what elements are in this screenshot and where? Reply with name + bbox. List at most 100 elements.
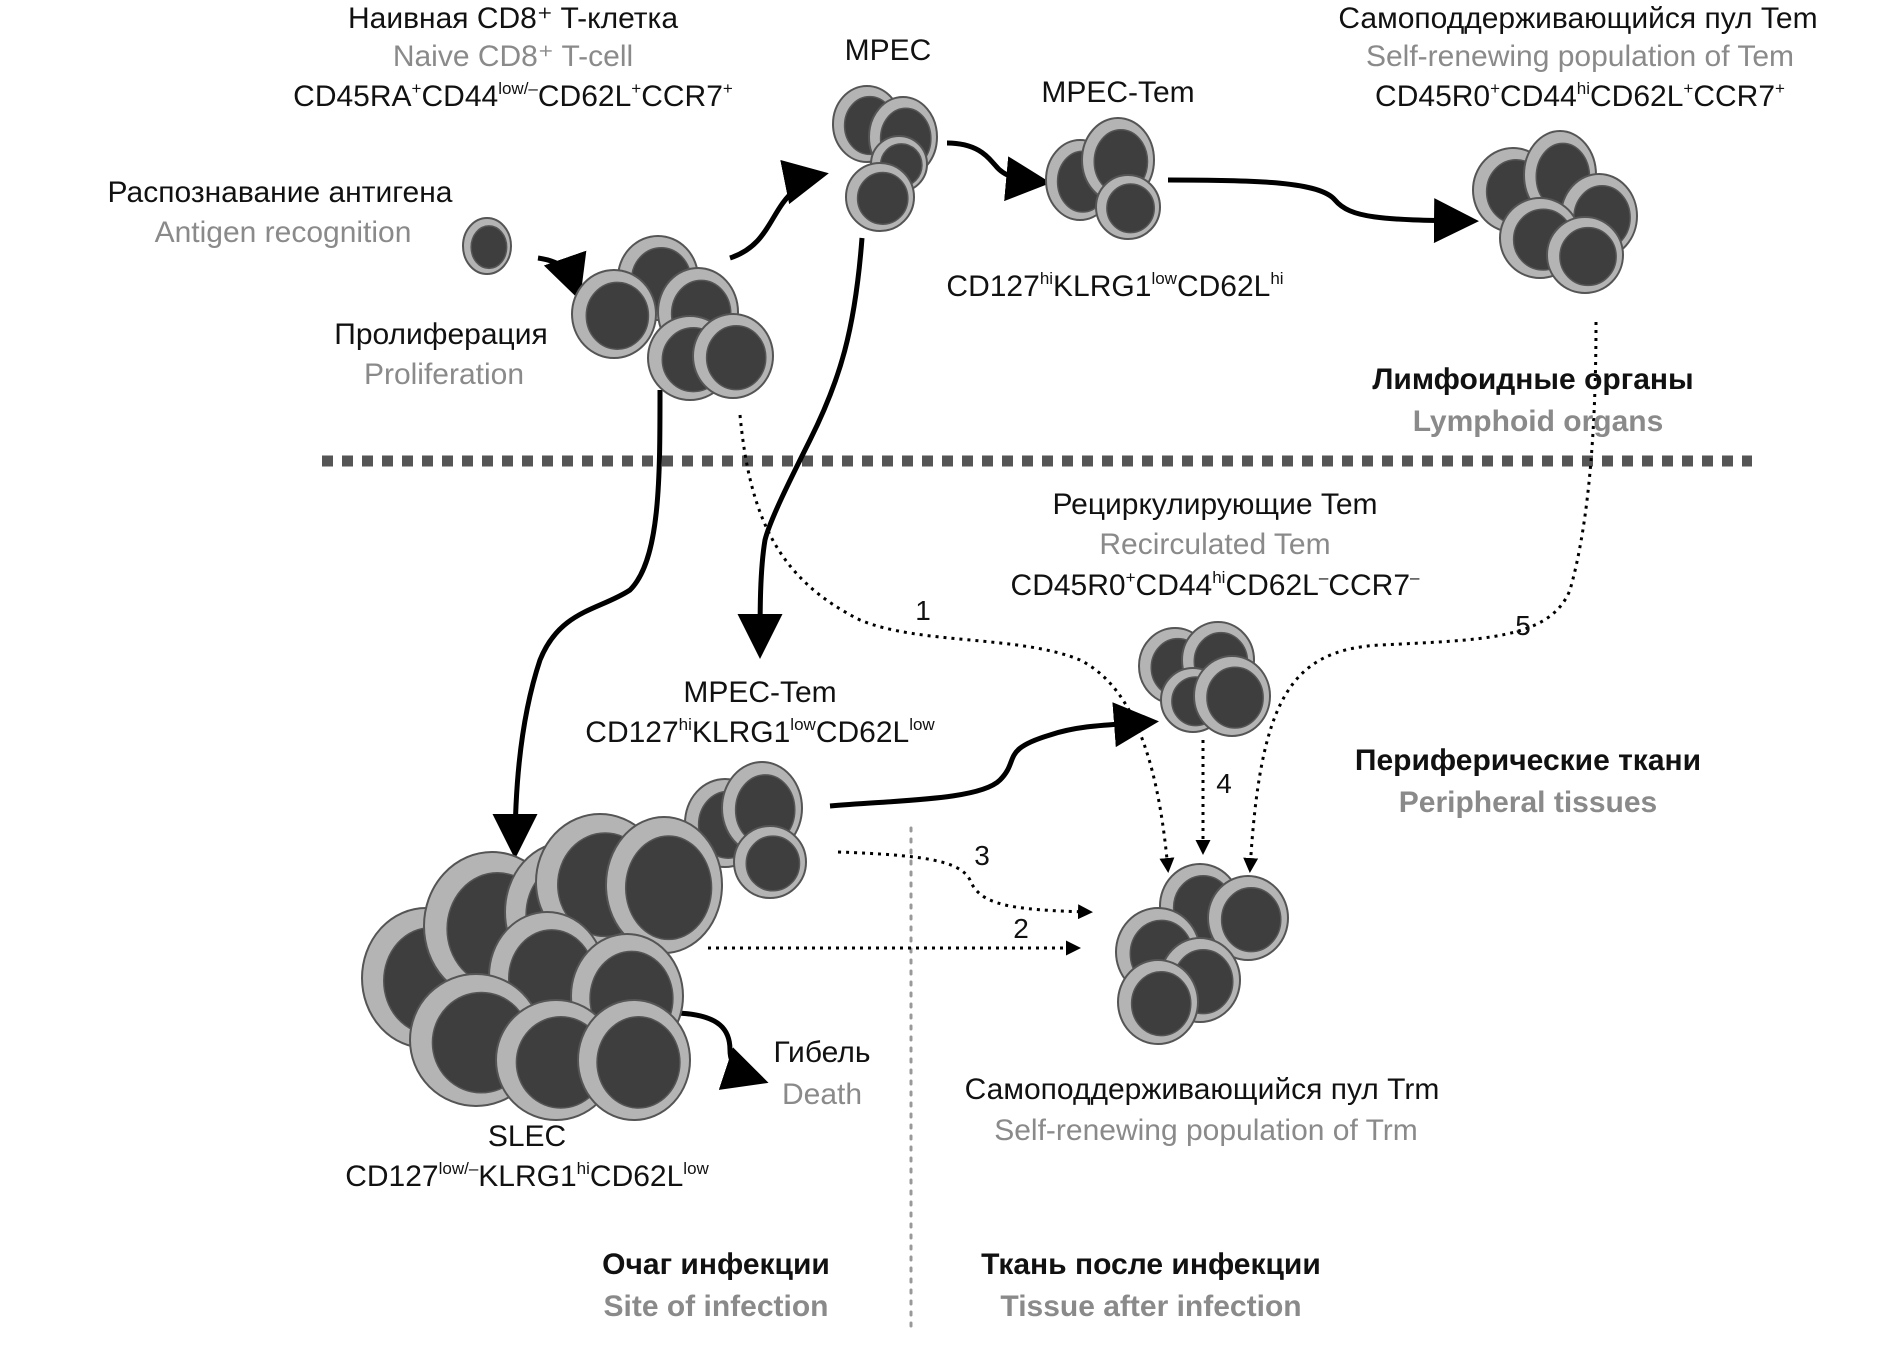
t-cell-icon [462,217,512,275]
marker-expression: hi [576,1159,590,1178]
mpec-tem-top-cluster [1045,117,1161,240]
pathway-label-4: 4 [1216,768,1232,799]
marker-cd44: CD44low/– [421,79,538,113]
marker-cd62l: CD62L– [1225,568,1329,602]
naive-cell [462,217,512,275]
t-cell-icon [692,313,774,399]
marker-cd127: CD127low/– [345,1159,479,1193]
naive-markers: CD45RA+CD44low/–CD62L+CCR7+ [293,79,733,113]
naive-title-ru: Наивная CD8⁺ T-клетка [347,2,679,35]
pathway-label-3: 3 [974,840,990,871]
marker-cd62l: CD62Llow [589,1159,709,1193]
marker-expression: + [411,79,422,98]
marker-expression: low [683,1159,709,1178]
marker-expression: – [1410,568,1420,587]
recirculated-tem-en: Recirculated Tem [1099,528,1331,561]
antigen-recognition-en: Antigen recognition [154,216,412,249]
marker-cd44: CD44hi [1135,568,1226,602]
slec-title: SLEC [487,1120,567,1153]
antigen-recognition-ru: Распознавание антигена [107,176,453,209]
t-cell-icon [571,269,657,359]
t-cell-icon [1546,216,1624,294]
marker-klrg1: KLRG1low [1053,269,1177,303]
t-cell-icon [1207,875,1289,961]
marker-expression: + [1490,79,1501,98]
tissue-after-infection-ru: Ткань после инфекции [981,1248,1321,1281]
trm-pool-ru: Самоподдерживающийся пул Trm [964,1073,1440,1106]
marker-cd45ra: CD45RA+ [293,79,422,113]
slec-cluster [361,813,723,1121]
marker-expression: hi [1576,79,1590,98]
pathway-label-5: 5 [1515,610,1531,641]
marker-cd62l: CD62L+ [537,79,642,113]
marker-expression: low/– [438,1159,479,1178]
marker-cd62l: CD62Llow [815,715,935,749]
proliferation-ru: Пролиферация [334,318,548,351]
death-ru: Гибель [773,1036,871,1069]
marker-expression: hi [1212,568,1226,587]
marker-expression: hi [1270,269,1284,288]
marker-expression: hi [1039,269,1054,288]
tem-pool-cluster [1472,130,1638,294]
arrow-mpec-tem-to-recirculated [829,702,1159,809]
arrow-mpec-to-mpec-tem [946,140,1051,202]
marker-expression: + [1125,568,1136,587]
marker-expression: low/– [498,79,538,98]
marker-cd44: CD44hi [1500,79,1590,113]
marker-klrg1: KLRG1hi [478,1159,590,1193]
marker-cd127: CD127hi [585,715,692,749]
arrow-antigen-to-proliferation [537,250,587,301]
marker-cd62l: CD62Lhi [1176,269,1284,303]
dotted-arrow-path-3 [837,850,1093,920]
pathway-label-2: 2 [1013,913,1029,944]
mpec-cluster [832,85,938,232]
trm-pool-cluster [1115,863,1289,1045]
marker-klrg1: KLRG1low [691,715,816,749]
marker-ccr7: CCR7+ [641,79,733,113]
pathway-label-1: 1 [915,595,931,626]
lymphoid-organs-en: Lymphoid organs [1412,405,1664,438]
recirculated-tem-markers: CD45R0+CD44hiCD62L–CCR7– [1010,568,1420,602]
naive-title-en: Naive CD8⁺ T-cell [392,40,634,73]
marker-expression: low [790,715,816,734]
marker-expression: hi [678,715,692,734]
t-cell-icon [1193,655,1271,737]
recirculated-tem-ru: Рециркулирующие Tem [1052,488,1378,521]
tem-pool-en: Self-renewing population of Tem [1365,40,1795,73]
t-cell-icon [605,816,723,954]
lymphoid-organs-ru: Лимфоидные органы [1372,363,1694,396]
tem-pool-ru: Самоподдерживающийся пул Tem [1338,2,1818,35]
marker-expression: + [1683,79,1694,98]
marker-cd127: CD127hi [946,269,1054,303]
slec-markers: CD127low/–KLRG1hiCD62Llow [345,1159,709,1193]
mpec-tem-bottom-title: MPEC-Tem [683,676,837,709]
marker-ccr7: CCR7– [1328,568,1420,602]
cell-groups [361,85,1638,1121]
proliferation-en: Proliferation [363,358,525,391]
arrow-proliferation-to-slec [492,389,663,859]
mpec-tem-top-title: MPEC-Tem [1041,76,1195,109]
marker-expression: + [722,79,733,98]
mpec-tem-top-markers: CD127hiKLRG1lowCD62Lhi [946,269,1284,303]
t-cell-icon [1095,174,1161,240]
t-cell-icon [845,162,915,232]
recirculated-cluster [1138,621,1271,737]
trm-pool-en: Self-renewing population of Trm [994,1114,1418,1147]
marker-cd45r0: CD45R0+ [1375,79,1501,113]
t-cell-icon [577,999,691,1121]
marker-ccr7: CCR7+ [1693,79,1785,113]
marker-cd62l: CD62L+ [1589,79,1694,113]
mpec-tem-bottom-markers: CD127hiKLRG1lowCD62Llow [585,715,935,749]
tissue-after-infection-en: Tissue after infection [1000,1290,1302,1323]
site-of-infection-en: Site of infection [603,1290,829,1323]
marker-cd45r0: CD45R0+ [1010,568,1136,602]
tem-pool-markers: CD45R0+CD44hiCD62L+CCR7+ [1375,79,1785,113]
arrow-proliferation-to-mpec [729,160,829,261]
dotted-arrow-path-1 [738,414,1175,873]
peripheral-tissues-ru: Периферические ткани [1354,744,1702,777]
marker-expression: + [1775,79,1785,98]
death-en: Death [781,1078,863,1111]
marker-expression: low [909,715,935,734]
mpec-title: MPEC [844,34,932,67]
